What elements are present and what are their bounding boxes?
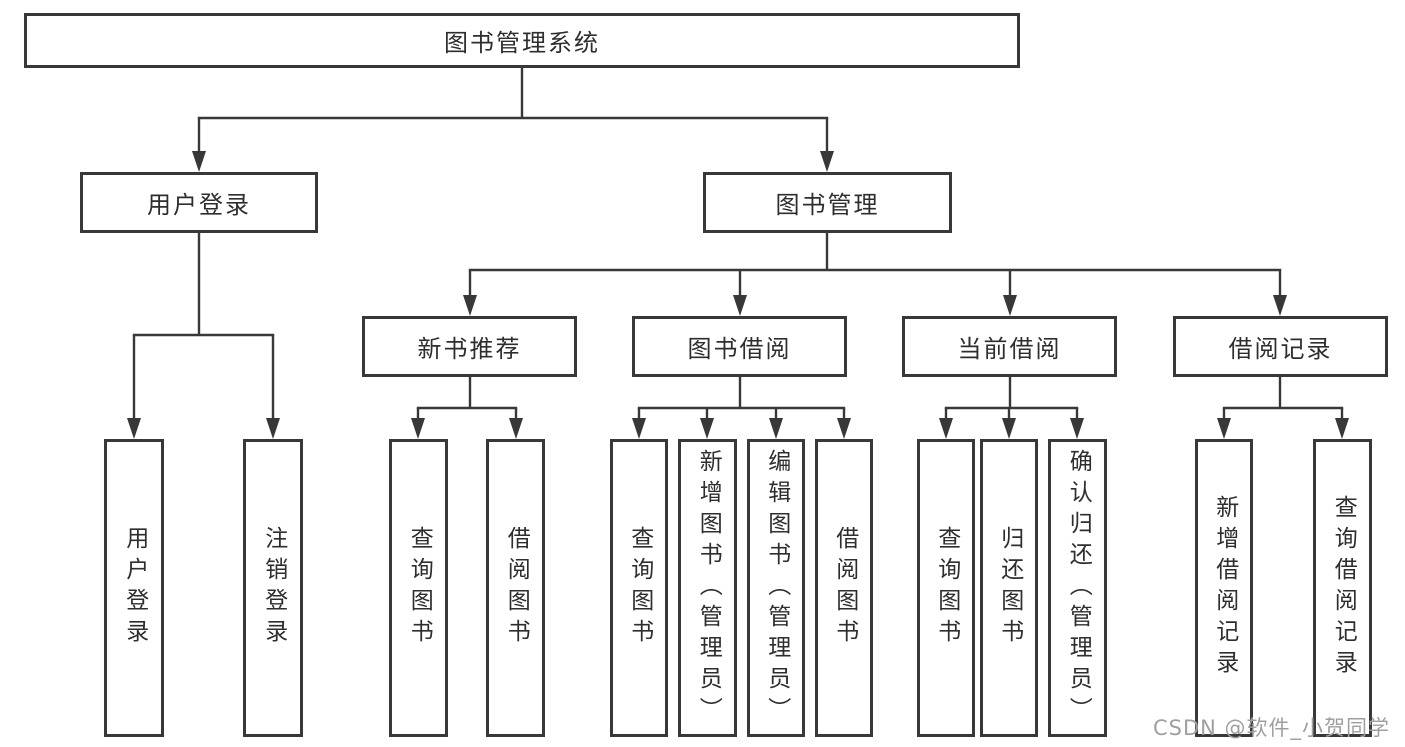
leaf-recommend-borrow-book-label: 借阅图书 bbox=[503, 526, 530, 650]
leaf-logout-label: 注销登录 bbox=[260, 526, 287, 650]
leaf-current-query-book-label: 查询图书 bbox=[933, 526, 960, 650]
leaf-record-add-record: 新增借阅记录 bbox=[1195, 439, 1253, 737]
leaf-borrow-query-book: 查询图书 bbox=[610, 439, 668, 737]
leaf-recommend-borrow-book: 借阅图书 bbox=[486, 439, 545, 737]
node-book-borrow-label: 图书借阅 bbox=[687, 335, 792, 363]
node-book-management-label: 图书管理 bbox=[775, 191, 880, 219]
leaf-user-login: 用户登录 bbox=[104, 439, 164, 737]
node-current-borrow-label: 当前借阅 bbox=[957, 335, 1062, 363]
node-new-book-recommend-label: 新书推荐 bbox=[417, 335, 522, 363]
leaf-borrow-edit-book-admin-label: 编辑图书（管理员） bbox=[763, 448, 790, 728]
node-new-book-recommend: 新书推荐 bbox=[362, 316, 577, 377]
leaf-logout: 注销登录 bbox=[243, 439, 303, 737]
node-root: 图书管理系统 bbox=[24, 13, 1020, 68]
node-user-login-label: 用户登录 bbox=[147, 191, 251, 219]
leaf-recommend-query-book-label: 查询图书 bbox=[406, 526, 433, 650]
leaf-record-add-record-label: 新增借阅记录 bbox=[1211, 495, 1238, 681]
node-borrow-record-label: 借阅记录 bbox=[1228, 335, 1333, 363]
leaf-borrow-add-book-admin: 新增图书（管理员） bbox=[678, 439, 737, 737]
node-borrow-record: 借阅记录 bbox=[1173, 316, 1388, 377]
leaf-borrow-add-book-admin-label: 新增图书（管理员） bbox=[695, 448, 722, 728]
leaf-borrow-query-book-label: 查询图书 bbox=[626, 526, 653, 650]
leaf-user-login-label: 用户登录 bbox=[121, 526, 148, 650]
leaf-current-return-book: 归还图书 bbox=[980, 439, 1038, 737]
leaf-current-confirm-return-admin: 确认归还（管理员） bbox=[1048, 439, 1107, 737]
leaf-borrow-edit-book-admin: 编辑图书（管理员） bbox=[747, 439, 805, 737]
leaf-current-query-book: 查询图书 bbox=[917, 439, 975, 737]
node-book-borrow: 图书借阅 bbox=[632, 316, 847, 377]
leaf-current-return-book-label: 归还图书 bbox=[996, 526, 1023, 650]
leaf-record-query-record: 查询借阅记录 bbox=[1313, 439, 1372, 737]
node-current-borrow: 当前借阅 bbox=[902, 316, 1117, 377]
leaf-current-confirm-return-admin-label: 确认归还（管理员） bbox=[1065, 448, 1092, 728]
leaf-borrow-borrow-book-label: 借阅图书 bbox=[831, 526, 858, 650]
node-root-label: 图书管理系统 bbox=[444, 29, 600, 57]
leaf-record-query-record-label: 查询借阅记录 bbox=[1330, 495, 1357, 681]
csdn-watermark: CSDN @软件_小贺同学 bbox=[1153, 716, 1391, 740]
node-user-login: 用户登录 bbox=[80, 172, 318, 233]
node-book-management: 图书管理 bbox=[703, 172, 952, 233]
leaf-borrow-borrow-book: 借阅图书 bbox=[815, 439, 873, 737]
leaf-recommend-query-book: 查询图书 bbox=[389, 439, 448, 737]
